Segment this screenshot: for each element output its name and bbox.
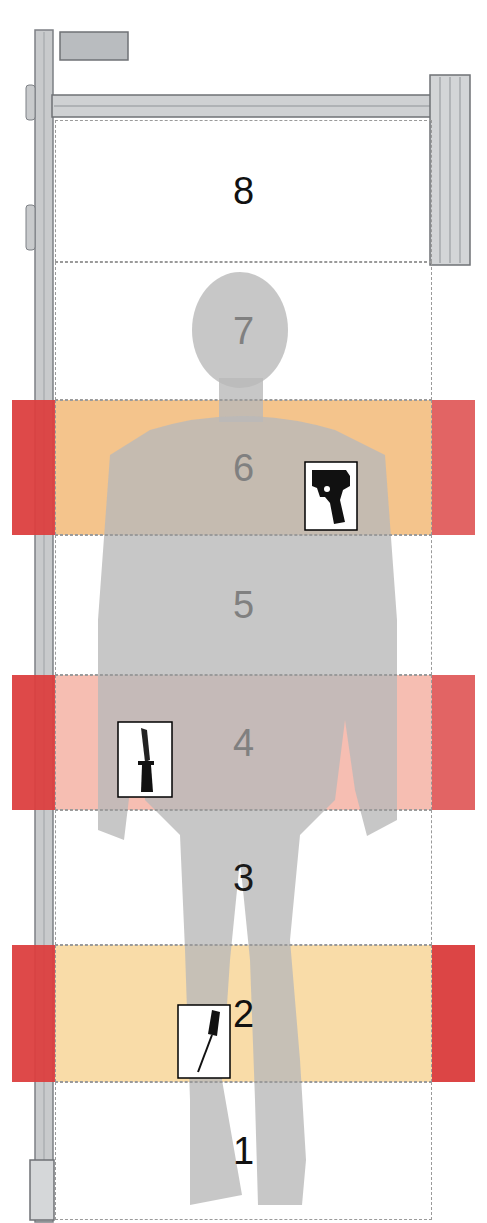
zone-band [55, 945, 432, 1082]
detection-zone: 8 [55, 120, 432, 262]
detection-zone: 3 [55, 810, 432, 945]
zone-number: 6 [233, 449, 254, 487]
detection-zone: 5 [55, 535, 432, 675]
detection-zone: 7 [55, 262, 432, 400]
zone-number: 3 [233, 859, 254, 897]
top-box [60, 32, 128, 60]
detection-zone: 4 [55, 675, 432, 810]
person-silhouette [98, 272, 397, 1205]
alarm-marker [12, 675, 55, 810]
top-beam [52, 95, 436, 117]
zone-number: 7 [233, 312, 254, 350]
hanger-groove [450, 77, 451, 263]
pillar-clip [26, 205, 35, 250]
alarm-marker [12, 400, 55, 535]
gun-icon [305, 462, 357, 530]
pillar-clip [26, 85, 35, 120]
knife-icon [118, 722, 172, 797]
zone-number: 5 [233, 586, 254, 624]
detection-zone: 1 [55, 1082, 432, 1220]
beam-groove [54, 106, 434, 107]
detection-zone: 6 [55, 400, 432, 535]
screwdriver-icon [178, 1005, 230, 1078]
alarm-marker [432, 945, 475, 1082]
zone-number: 4 [233, 724, 254, 762]
alarm-marker [432, 400, 475, 535]
hanger-groove [460, 77, 461, 263]
alarm-marker [12, 945, 55, 1082]
pillar-foot [30, 1160, 54, 1220]
zone-number: 8 [233, 172, 254, 210]
detection-zone: 2 [55, 945, 432, 1082]
hanger-groove [440, 77, 441, 263]
right-hanger [430, 75, 470, 265]
zone-number: 1 [233, 1132, 254, 1170]
zone-number: 2 [233, 995, 254, 1033]
alarm-marker [432, 675, 475, 810]
